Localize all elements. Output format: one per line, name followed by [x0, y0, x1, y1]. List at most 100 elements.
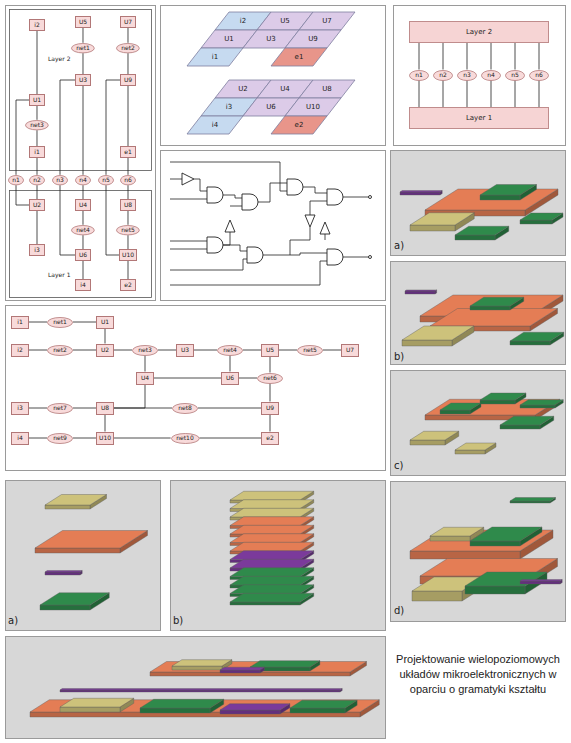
logic-wire	[343, 257, 370, 258]
slab-face	[470, 306, 510, 310]
net-ellipse: n1	[8, 175, 24, 185]
component-box: U8	[96, 402, 114, 415]
connector	[467, 43, 468, 70]
node-label: U3	[181, 347, 189, 353]
component-box: U6	[75, 249, 91, 261]
slab-face	[60, 707, 120, 712]
connector	[114, 350, 132, 351]
layer-slab	[220, 667, 264, 673]
connector	[29, 350, 47, 351]
panel-label: b)	[173, 616, 183, 626]
slab-face	[470, 541, 520, 546]
slab-face	[480, 195, 520, 200]
logic-gate	[369, 256, 372, 259]
logic-wire	[343, 197, 370, 198]
slab-face	[230, 491, 314, 500]
slab-face	[290, 708, 345, 713]
node-label: U1	[101, 319, 109, 325]
connector	[106, 185, 119, 255]
logic-wire	[223, 195, 242, 198]
connector	[29, 438, 47, 439]
net-ellipse: net6	[257, 373, 283, 384]
component-box: U1	[96, 316, 114, 329]
connector	[82, 53, 83, 74]
net-ellipse: n5	[505, 70, 525, 81]
net-ellipse: n2	[433, 70, 453, 81]
connector	[105, 415, 106, 432]
layer-slab	[60, 689, 342, 692]
connector	[539, 81, 540, 108]
node-label: i3	[226, 104, 232, 111]
node-label: U8	[322, 86, 332, 93]
component-box: i3	[29, 244, 45, 256]
slab-face	[455, 443, 496, 450]
net-ellipse-shape	[48, 317, 73, 327]
net-ellipse: n4	[75, 175, 91, 185]
net-ellipse-shape	[117, 43, 140, 52]
tile-shape	[285, 98, 341, 116]
component-box: U9	[120, 74, 136, 86]
panel-frame	[6, 306, 386, 471]
component-box: i2	[29, 19, 45, 31]
node-label: U7	[346, 347, 354, 353]
slab-face	[40, 593, 109, 605]
slab-face	[470, 527, 542, 541]
node-label: U2	[238, 86, 248, 93]
node-label: net9	[53, 435, 67, 441]
logic-wire	[170, 179, 182, 180]
node-label: e1	[124, 149, 132, 155]
net-ellipse-shape	[530, 70, 549, 80]
render-panel	[171, 481, 386, 631]
slab-face	[410, 213, 474, 225]
connector	[467, 81, 468, 108]
connector	[60, 80, 75, 175]
connector	[16, 100, 29, 175]
logic-gate	[182, 173, 372, 265]
slab-face	[455, 226, 509, 235]
panel-frame	[394, 6, 566, 146]
net-ellipse-shape	[48, 403, 73, 413]
node-label: U10	[122, 252, 134, 258]
layer-slab	[455, 226, 509, 240]
layer-slab	[230, 593, 314, 605]
net-ellipse-shape	[48, 433, 73, 443]
slab-face	[230, 602, 300, 605]
component-box: U10	[96, 432, 114, 445]
component-box: U9	[261, 402, 279, 415]
node-label: U5	[266, 347, 274, 353]
net-ellipse: net2	[47, 345, 73, 356]
component-box: U6	[221, 372, 239, 385]
slab-face	[35, 548, 120, 553]
connector	[230, 356, 231, 372]
layout-tile: U8	[299, 80, 355, 98]
layer-band: Layer 1	[409, 107, 549, 129]
connector	[279, 350, 297, 351]
layer-render	[30, 185, 564, 718]
component-box: e2	[120, 279, 136, 291]
net-ellipse: net3	[132, 345, 158, 356]
slab-face	[440, 403, 481, 410]
connector	[82, 28, 83, 43]
node-label: i2	[17, 347, 22, 353]
node-label: i3	[34, 247, 39, 253]
net-ellipse-shape	[30, 175, 45, 184]
slab-face	[520, 213, 563, 220]
component-box: i1	[29, 146, 45, 158]
node-label: net2	[121, 45, 135, 51]
layer-label: Layer 1	[48, 272, 70, 278]
slab-face	[500, 416, 554, 425]
net-ellipse-shape	[434, 70, 453, 80]
layer-slab	[35, 531, 148, 554]
connector	[270, 384, 271, 402]
net-ellipse: net3	[25, 120, 49, 130]
node-label: n1	[12, 177, 20, 183]
node-label: n6	[535, 72, 543, 78]
slab-face	[230, 585, 314, 594]
layer-frame	[10, 10, 152, 298]
connector	[37, 158, 38, 175]
slab-face	[140, 708, 210, 713]
node-label: n5	[102, 177, 110, 183]
connector	[145, 356, 146, 372]
node-label: U10	[99, 435, 111, 441]
connector	[73, 438, 96, 439]
